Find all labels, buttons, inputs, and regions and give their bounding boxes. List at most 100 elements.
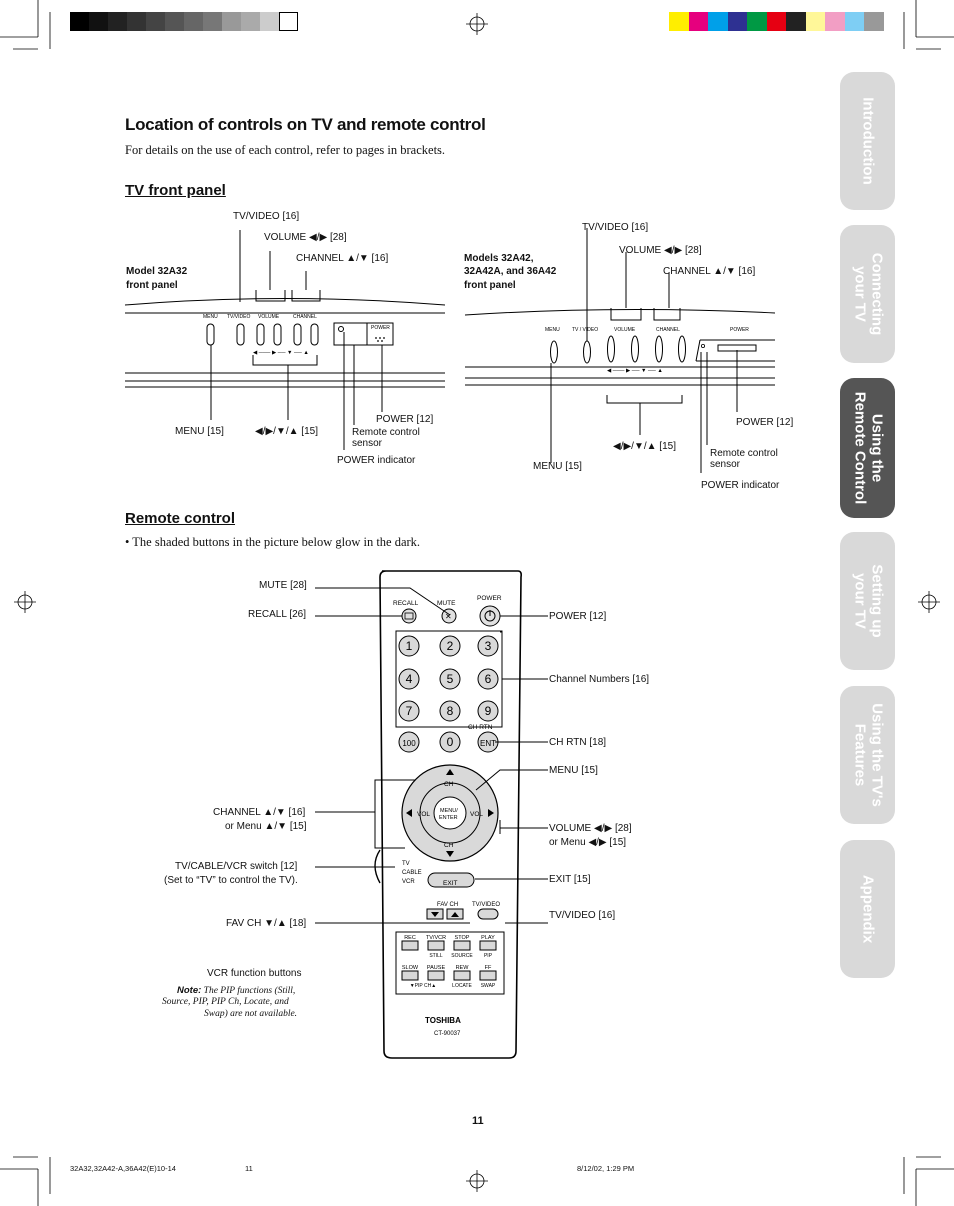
keypad-label: 9 [485,704,492,718]
callout-menu: MENU [15] [549,765,598,776]
footer-page: 11 [245,1164,253,1173]
color-swatch [786,12,806,31]
panel-b-model-1: Models 32A42, [464,253,534,264]
color-swatch [727,12,747,31]
gray-swatch [108,12,127,31]
callout-note-3: Swap) are not available. [204,1009,298,1019]
keypad-button[interactable] [477,700,499,722]
callout-switch-1: TV/CABLE/VCR switch [12] [175,861,298,872]
tab-appendix[interactable]: Appendix [840,840,895,978]
color-swatch [825,12,845,31]
remote-vol-left-label: VOL [417,811,430,818]
color-swatch [805,12,825,31]
panel-a-sensor-1: Remote control [352,427,420,438]
panel-a-sensor-2: sensor [352,438,383,449]
vcr-button[interactable] [453,940,471,951]
panel-a-menu: MENU [15] [175,426,224,437]
callout-recall: RECALL [26] [248,609,306,620]
vcr-button[interactable] [453,970,471,981]
panel-b-sensor-1: Remote control [710,448,778,459]
vcr-label: STILL [429,953,443,959]
panel-a-label-tvvideo: TV/VIDEO [227,314,250,320]
keypad-button[interactable] [398,731,420,753]
note-label: Note: [177,985,202,996]
tab-introduction[interactable]: Introduction [840,72,895,210]
panel-b-model-2: 32A42A, and 36A42 [464,266,557,277]
vcr-button[interactable] [427,940,445,951]
color-swatch [708,12,728,31]
panel-a-label-volume: VOLUME [258,314,280,320]
svg-text:◀ ─── ▶ ── ▼ ── ▲: ◀ ─── ▶ ── ▼ ── ▲ [253,350,309,356]
remote-tvvideo-label: TV/VIDEO [472,902,500,908]
vcr-label: SLOW [402,965,419,971]
callout-channel-2: or Menu ▲/▼ [15] [225,821,307,832]
keypad-label: 4 [406,672,413,686]
callout-note-2: Source, PIP, PIP Ch, Locate, and [162,997,289,1007]
note-text-1: The PIP functions (Still, [203,986,296,996]
vcr-button[interactable] [479,970,497,981]
keypad-button[interactable] [439,731,461,753]
remote-ch-down-label: CH [444,842,454,849]
panel-a-arrows: ◀/▶/▼/▲ [15] [255,426,318,437]
panel-b-volume: VOLUME ◀/▶ [28] [619,245,702,256]
page-title: Location of controls on TV and remote co… [125,115,486,134]
panel-a-label-channel: CHANNEL [293,314,317,320]
keypad-button[interactable] [398,635,420,657]
vcr-button[interactable] [479,940,497,951]
panel-a-label-menu: MENU [203,314,218,320]
callout-ch-rtn: CH RTN [18] [549,737,607,748]
panel-b-model-3: front panel [464,280,516,291]
vcr-label: PLAY [481,935,495,941]
remote-heading: Remote control [125,510,236,527]
panel-a-model-1: Model 32A32 [126,266,188,277]
keypad-label: 6 [485,672,492,686]
svg-text:✕: ✕ [445,612,452,621]
vcr-button[interactable] [427,970,445,981]
gray-swatch [146,12,165,31]
panel-b-label-menu: MENU [545,327,560,333]
remote-recall-label: RECALL [393,600,419,607]
keypad-button[interactable] [439,635,461,657]
remote-switch-cable: CABLE [402,870,422,876]
remote-model: CT-90037 [434,1031,461,1037]
remote-exit-label: EXIT [443,880,457,887]
keypad-button[interactable] [398,668,420,690]
panel-a-volume: VOLUME ◀/▶ [28] [264,232,347,243]
panel-a-diagram: ◀ ─── ▶ ── ▼ ── ▲ MENU TV/VIDEO VOLUME C… [124,230,446,450]
keypad-label: 0 [447,735,454,749]
panel-a-indicator: POWER indicator [337,455,416,466]
panel-b-label-volume: VOLUME [614,327,636,333]
keypad-button[interactable] [398,700,420,722]
keypad-button[interactable] [477,635,499,657]
intro-text: For details on the use of each control, … [125,143,446,157]
gray-swatch [70,12,89,31]
panel-b-indicator: POWER indicator [701,480,780,491]
panel-a-label-power: POWER [371,325,390,331]
color-swatch [747,12,767,31]
panel-a-power: POWER [12] [376,414,434,425]
panel-b-tvvideo: TV/VIDEO [16] [582,222,649,233]
remote-note: • The shaded buttons in the picture belo… [125,535,421,549]
keypad-button[interactable] [477,668,499,690]
gray-swatch [279,12,298,31]
vcr-button[interactable] [401,940,419,951]
keypad-label: 1 [406,639,413,653]
keypad-button[interactable] [439,700,461,722]
panel-a-tvvideo: TV/VIDEO [16] [233,211,300,222]
vcr-button[interactable] [401,970,419,981]
remote-switch-vcr: VCR [402,879,415,885]
callout-channel-1: CHANNEL ▲/▼ [16] [213,807,306,818]
vcr-label: SOURCE [451,953,473,959]
gray-swatch [222,12,241,31]
gray-swatch [165,12,184,31]
vcr-label: PAUSE [427,965,446,971]
panel-b-label-channel: CHANNEL [656,327,680,333]
keypad-button[interactable] [439,668,461,690]
panel-a-channel: CHANNEL ▲/▼ [16] [296,253,389,264]
